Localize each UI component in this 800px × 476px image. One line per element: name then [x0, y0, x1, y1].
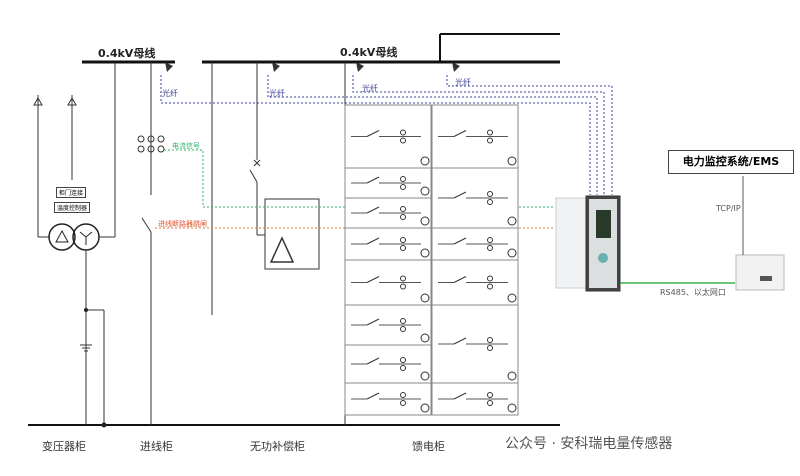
ems-box: 电力监控系统/EMS: [668, 150, 794, 174]
feeder-ct: [400, 392, 406, 398]
feeder-indicator: [507, 371, 517, 381]
capacitor-box: [264, 198, 320, 270]
feeder-ct: [487, 275, 493, 282]
cabinet-label: 进线柜: [140, 440, 173, 453]
fiber-label: 光纤: [455, 78, 471, 87]
feeder-switch: [453, 392, 467, 400]
feeder-indicator: [507, 216, 517, 226]
feeder-ct: [400, 357, 406, 363]
feeder-switch: [453, 276, 467, 283]
bus-label-right: 0.4kV母线: [340, 46, 398, 59]
feeder-indicator: [420, 293, 430, 303]
feeder-ct: [487, 199, 493, 205]
feeder-switch: [366, 392, 380, 400]
feeder-cabinet: [344, 62, 519, 425]
feeder-indicator: [420, 156, 430, 166]
cabinet-label: 无功补偿柜: [250, 440, 305, 453]
feeder-switch: [453, 237, 467, 245]
feeder-switch: [366, 318, 380, 326]
current-signal-label: 电流信号: [172, 142, 200, 150]
feeder-ct: [400, 214, 406, 220]
feeder-switch: [453, 337, 467, 345]
feeder-ct: [400, 365, 406, 371]
feeder-ct: [400, 245, 406, 251]
feeder-indicator: [420, 248, 430, 258]
feeder-indicator: [507, 403, 517, 413]
feeder-ct: [487, 337, 493, 343]
feeder-ct: [400, 318, 406, 324]
feeder-ct: [487, 400, 493, 406]
feeder-indicator: [420, 403, 430, 413]
feeder-switch: [366, 237, 380, 245]
feeder-indicator: [420, 333, 430, 343]
feeder-ct: [400, 206, 406, 212]
feeder-switch: [453, 130, 467, 137]
feeder-switch: [366, 357, 380, 365]
feeder-ct: [487, 283, 493, 290]
transformer-primary: [48, 223, 76, 251]
watermark: 公众号 · 安科瑞电量传感器: [505, 436, 673, 452]
feeder-ct: [487, 345, 493, 351]
feeder-ct: [400, 400, 406, 406]
feeder-switch: [366, 206, 380, 214]
door-link-box: 柜门连接: [56, 187, 87, 198]
feeder-ct: [400, 275, 406, 282]
feeder-indicator: [420, 371, 430, 381]
gateway-device: [735, 254, 785, 291]
feeder-indicator: [507, 293, 517, 303]
temp-controller-box: 温度控制器: [54, 202, 91, 213]
feeder-ct: [400, 237, 406, 243]
bus-label-left: 0.4kV母线: [98, 47, 156, 60]
feeder-ct: [400, 129, 406, 136]
feeder-indicator: [507, 248, 517, 258]
fiber-sensors: [165, 62, 460, 72]
feeder-ct: [487, 137, 493, 144]
feeder-ct: [487, 129, 493, 136]
breaker-trip-label: 进线断路器跳闸: [158, 220, 207, 228]
feeder-switch: [366, 176, 380, 184]
feeder-switch: [453, 191, 467, 199]
protection-device-body: [555, 197, 587, 289]
feeder-ct: [487, 237, 493, 243]
feeder-switch: [366, 130, 380, 137]
feeder-ct: [487, 191, 493, 197]
feeder-switch: [366, 276, 380, 283]
rs485-label: RS485、以太网口: [660, 288, 726, 297]
fiber-label: 光纤: [269, 89, 285, 98]
fiber-label: 光纤: [362, 84, 378, 93]
feeder-ct: [400, 283, 406, 290]
feeder-ct: [487, 245, 493, 251]
feeder-indicator: [420, 186, 430, 196]
tcp-ip-label: TCP/IP: [716, 204, 741, 213]
fiber-label: 光纤: [162, 89, 178, 98]
feeder-ct: [400, 326, 406, 332]
feeder-ct: [400, 137, 406, 144]
feeder-ct: [487, 392, 493, 398]
cabinet-label: 变压器柜: [42, 440, 86, 453]
feeder-indicator: [507, 156, 517, 166]
device-screen: [596, 210, 611, 238]
feeder-ct: [400, 184, 406, 190]
feeder-indicator: [420, 216, 430, 226]
feeder-ct: [400, 176, 406, 182]
cabinet-label: 馈电柜: [412, 440, 445, 453]
